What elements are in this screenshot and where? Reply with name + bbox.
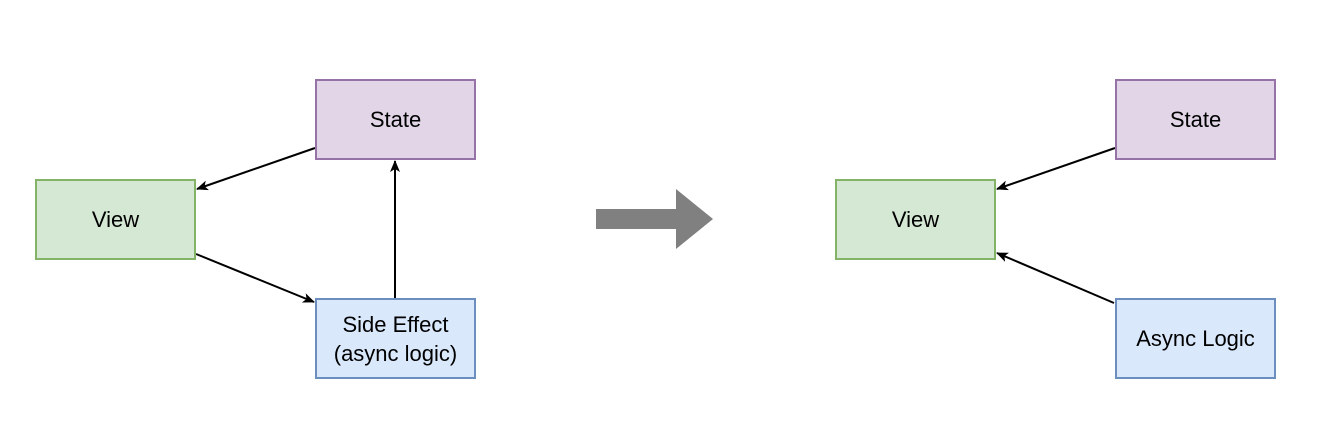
edge-state-to-view-before: [196, 147, 316, 191]
state-node-before: State: [315, 79, 476, 160]
edge-async-logic-to-view: [996, 252, 1115, 304]
edge-state-to-view-after: [996, 147, 1116, 191]
view-node-after: View: [835, 179, 996, 260]
side-effect-node: Side Effect (async logic): [315, 298, 476, 379]
view-node-before: View: [35, 179, 196, 260]
transition-arrow-icon: [596, 189, 713, 249]
edge-view-to-side-effect: [195, 253, 315, 303]
state-node-after: State: [1115, 79, 1276, 160]
async-logic-node: Async Logic: [1115, 298, 1276, 379]
